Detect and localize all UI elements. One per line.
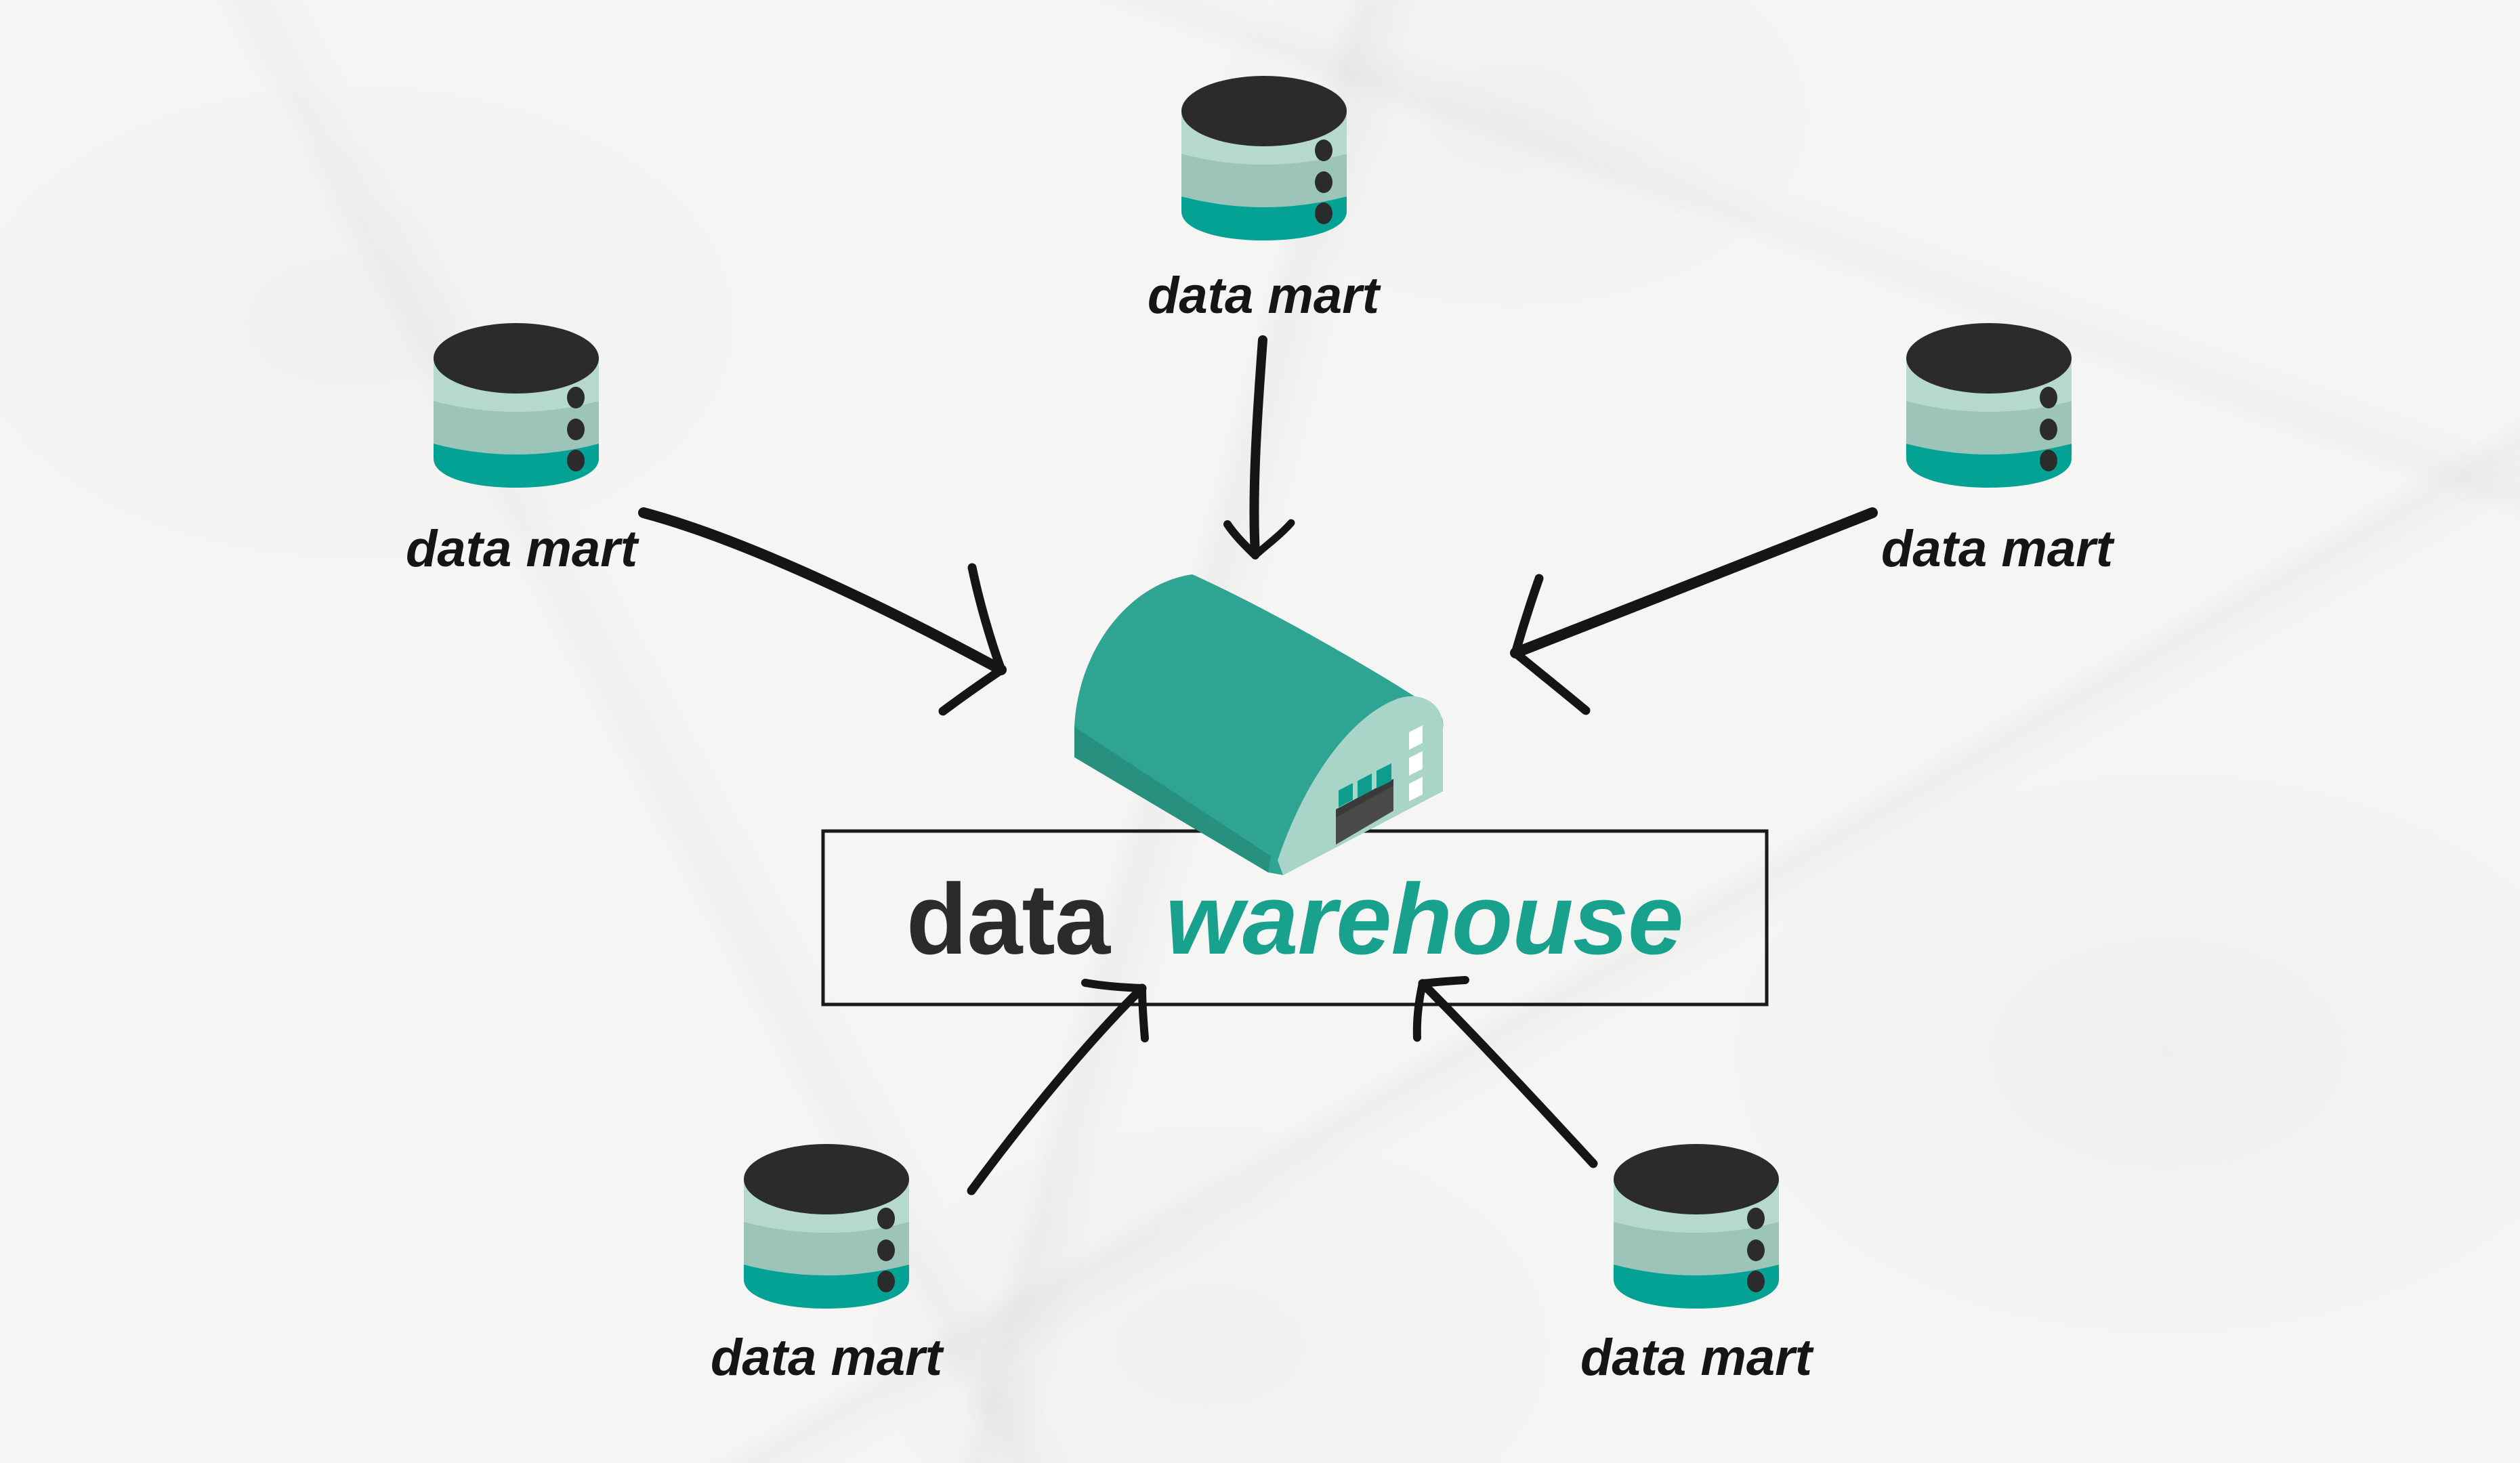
title-word-teal: warehouse [1165, 864, 1683, 975]
data-mart-label-left: data mart [406, 520, 639, 578]
title-word-dark: data [906, 864, 1112, 975]
warehouse-white-windows [1409, 725, 1423, 801]
data-mart-icon-right [1906, 323, 2072, 488]
data-mart-labels: data mart data mart data mart data mart … [406, 267, 2115, 1386]
data-mart-icon-top [1181, 76, 1347, 240]
warehouse-door [1336, 779, 1393, 845]
warehouse-building-icon [1074, 574, 1444, 875]
data-mart-label-top: data mart [1148, 267, 1381, 324]
arrow-from-top-mart [1223, 335, 1295, 559]
warehouse-teal-windows [1339, 763, 1391, 807]
warehouse-door-shadow [1336, 779, 1393, 818]
data-mart-icon-bottom-right [1614, 1144, 1779, 1309]
arrow-from-right-mart [1510, 507, 1878, 715]
data-mart-label-bottom-left: data mart [711, 1329, 944, 1386]
data-mart-label-bottom-right: data mart [1580, 1329, 1814, 1386]
data-mart-icon-left [434, 323, 599, 488]
data-mart-icon-bottom-left [744, 1144, 909, 1309]
data-mart-label-right: data mart [1881, 520, 2115, 578]
warehouse-side-skirt [1074, 727, 1271, 872]
arrow-from-bottom-left-mart [967, 979, 1149, 1195]
arrow-from-bottom-right-mart [1412, 976, 1598, 1168]
title: data warehouse [906, 864, 1683, 975]
arrow-from-left-mart [638, 507, 1007, 716]
connection-arrows [638, 335, 1878, 1195]
